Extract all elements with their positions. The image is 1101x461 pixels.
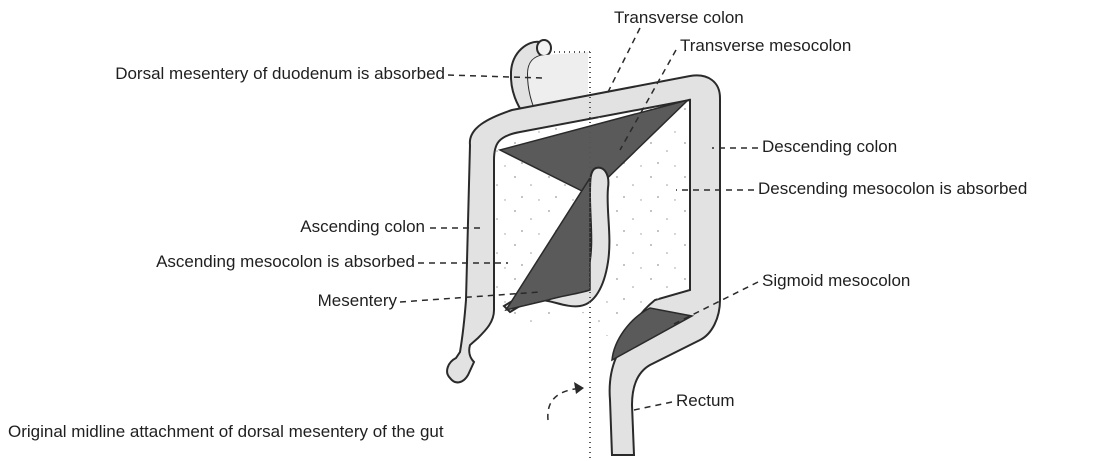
duodenum-opening — [537, 40, 551, 56]
label-transverse-mesocolon: Transverse mesocolon — [680, 36, 851, 56]
leader-rectum — [634, 402, 672, 410]
midline-arrowhead — [574, 382, 584, 394]
label-ascending-colon: Ascending colon — [300, 217, 425, 237]
label-sigmoid-mesocolon: Sigmoid mesocolon — [762, 271, 910, 291]
label-descending-colon: Descending colon — [762, 137, 897, 157]
label-midline-attachment: Original midline attachment of dorsal me… — [8, 422, 444, 442]
label-ascending-mesocolon: Ascending mesocolon is absorbed — [156, 252, 415, 272]
label-descending-mesocolon: Descending mesocolon is absorbed — [758, 179, 1027, 199]
label-transverse-colon: Transverse colon — [614, 8, 744, 28]
label-dorsal-mesentery-duodenum: Dorsal mesentery of duodenum is absorbed — [115, 64, 445, 84]
label-rectum: Rectum — [676, 391, 735, 411]
label-mesentery: Mesentery — [318, 291, 397, 311]
